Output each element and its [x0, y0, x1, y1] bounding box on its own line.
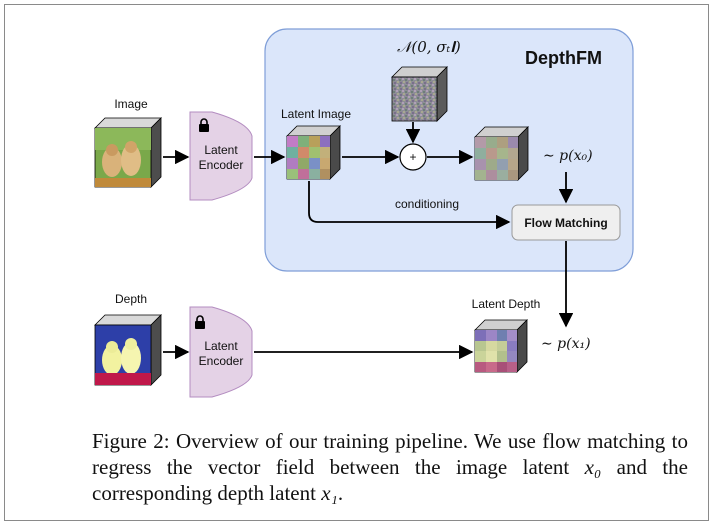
latent-depth-cube	[474, 319, 528, 373]
plus-icon	[399, 143, 427, 171]
noise-cube	[391, 66, 448, 122]
conditioning-label: conditioning	[395, 197, 459, 211]
flow-matching-label: Flow Matching	[524, 216, 607, 230]
latent-encoder-top	[189, 111, 253, 201]
caption-suffix: .	[337, 481, 344, 505]
caption-prefix: Figure 2: Overview of our training pipel…	[92, 429, 688, 479]
image-cube	[94, 117, 162, 188]
arrows	[163, 122, 574, 360]
depth-label: Depth	[115, 292, 147, 306]
noisy-latent-cube	[474, 126, 529, 181]
encoder-bottom-line1: Latent	[204, 339, 238, 353]
arrow-conditioning	[308, 181, 511, 230]
depth-cube	[94, 314, 162, 386]
px0-label: ∼ p(x₀)	[543, 148, 593, 164]
caption-var-x0: x₀	[584, 455, 602, 479]
latent-image-label: Latent Image	[281, 107, 351, 121]
lock-icon	[195, 315, 205, 329]
figure-caption: Figure 2: Overview of our training pipel…	[92, 428, 688, 506]
caption-var-x1: x₁	[321, 481, 338, 505]
flow-matching-box	[511, 204, 621, 241]
px1-label: ∼ p(x₁)	[541, 336, 591, 352]
image-label: Image	[114, 97, 148, 111]
latent-depth-label: Latent Depth	[472, 297, 541, 311]
figure-frame	[4, 4, 709, 521]
noise-label: 𝒩(0, σₜ𝐈)	[397, 38, 461, 56]
encoder-top-line1: Latent	[204, 143, 238, 157]
panel-title: DepthFM	[525, 48, 602, 68]
lock-icon	[199, 118, 209, 132]
encoder-top-line2: Encoder	[199, 158, 244, 172]
latent-encoder-bottom	[189, 306, 253, 398]
latent-image-cube	[286, 125, 341, 180]
encoder-bottom-line2: Encoder	[199, 354, 244, 368]
caption-middle: and the corresponding depth latent	[92, 455, 689, 505]
plus-symbol: +	[409, 150, 416, 164]
